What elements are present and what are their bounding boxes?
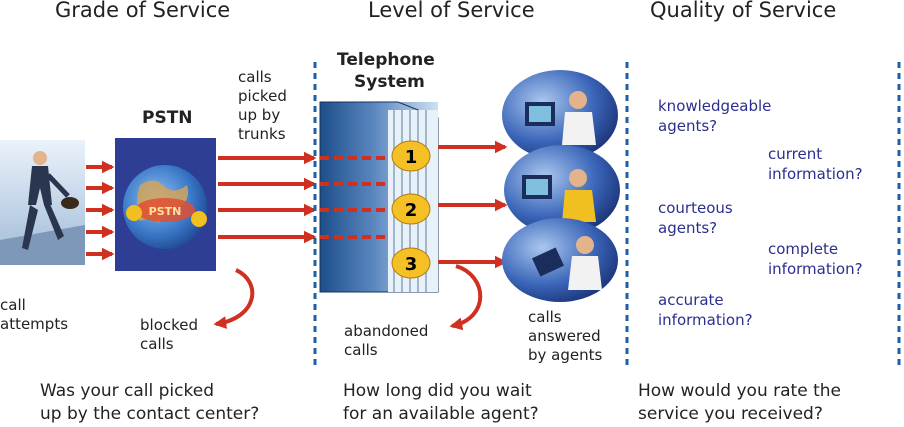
question-level-line-1: How long did you wait: [343, 381, 532, 401]
agent-icon-2: [504, 145, 620, 235]
trunk-label-line-2: picked: [238, 87, 287, 105]
telephone-title-line-2: System: [354, 72, 425, 92]
question-level: How long did you wait for an available a…: [343, 380, 539, 426]
answered-calls-label: calls answered by agents: [528, 308, 602, 365]
pstn-globe-label: PSTN: [149, 205, 182, 218]
answered-line-2: answered: [528, 327, 601, 345]
trunk-label-line-4: trunks: [238, 125, 286, 143]
telephone-title-line-1: Telephone: [337, 50, 435, 70]
trunk-dashed-lines: [320, 156, 390, 239]
call-attempts-line-1: call: [0, 296, 26, 314]
question-quality: How would you rate the service you recei…: [638, 380, 841, 426]
quality-item-2-line-2: information?: [768, 165, 863, 183]
quality-item-1-line-2: agents?: [658, 117, 718, 135]
quality-item-knowledgeable: knowledgeable agents?: [658, 96, 771, 136]
answered-line-1: calls: [528, 308, 562, 326]
trunk-label: calls picked up by trunks: [238, 68, 287, 144]
quality-item-2-line-1: current: [768, 145, 823, 163]
blocked-calls-arrow: [213, 268, 255, 329]
trunk-port-3: 3: [391, 247, 431, 279]
trunk-port-1: 1: [391, 140, 431, 172]
quality-item-5-line-1: accurate: [658, 291, 724, 309]
answered-line-3: by agents: [528, 346, 603, 364]
quality-item-4-line-2: information?: [768, 260, 863, 278]
trunk-number-1: 1: [405, 147, 418, 168]
quality-item-complete: complete information?: [768, 239, 863, 279]
header-quality-of-service: Quality of Service: [650, 0, 837, 22]
quality-item-current: current information?: [768, 144, 863, 184]
abandoned-calls-line-1: abandoned: [344, 322, 429, 340]
quality-item-1-line-1: knowledgeable: [658, 97, 772, 115]
agent-arrows: [438, 140, 508, 269]
incoming-call-arrows: [86, 160, 115, 261]
pstn-title: PSTN: [142, 108, 193, 128]
abandoned-calls-line-2: calls: [344, 341, 378, 359]
trunk-number-2: 2: [405, 200, 418, 221]
agent-icon-3: [502, 218, 618, 302]
question-grade-line-2: up by the contact center?: [40, 404, 260, 424]
trunk-label-line-3: up by: [238, 106, 281, 124]
abandoned-calls-arrow: [449, 264, 483, 331]
header-level-of-service: Level of Service: [368, 0, 535, 22]
abandoned-calls-label: abandoned calls: [344, 322, 428, 360]
question-grade: Was your call picked up by the contact c…: [40, 380, 259, 426]
quality-item-4-line-1: complete: [768, 240, 839, 258]
quality-item-accurate: accurate information?: [658, 290, 753, 330]
trunk-arrows: [218, 151, 317, 244]
blocked-calls-line-1: blocked: [140, 316, 199, 334]
call-attempts-label: call attempts: [0, 296, 68, 334]
blocked-calls-line-2: calls: [140, 335, 174, 353]
businessman-icon: [0, 140, 85, 265]
quality-item-5-line-2: information?: [658, 311, 753, 329]
trunk-number-3: 3: [405, 254, 418, 275]
trunk-label-line-1: calls: [238, 68, 272, 86]
question-grade-line-1: Was your call picked: [40, 381, 214, 401]
question-level-line-2: for an available agent?: [343, 404, 539, 424]
agent-icon-1: [502, 70, 618, 160]
trunk-port-2: 2: [391, 193, 431, 225]
quality-item-courteous: courteous agents?: [658, 198, 733, 238]
question-quality-line-1: How would you rate the: [638, 381, 841, 401]
quality-item-3-line-1: courteous: [658, 199, 733, 217]
quality-item-3-line-2: agents?: [658, 219, 718, 237]
header-grade-of-service: Grade of Service: [55, 0, 231, 22]
call-attempts-line-2: attempts: [0, 315, 69, 333]
blocked-calls-label: blocked calls: [140, 316, 198, 354]
pstn-icon: PSTN: [115, 138, 216, 271]
question-quality-line-2: service you received?: [638, 404, 823, 424]
